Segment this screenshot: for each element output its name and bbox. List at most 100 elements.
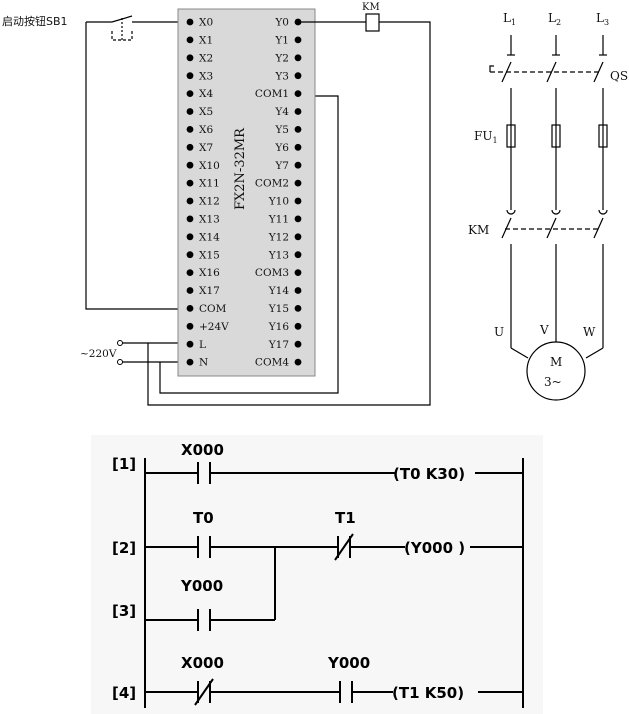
phase-label-3: L3	[596, 11, 609, 27]
terminal-left-15-dot	[186, 287, 194, 294]
plc-model-label: FX2N-32MR	[233, 127, 248, 210]
rung-3-number: [3]	[112, 602, 136, 620]
terminal-right-12-label: Y12	[268, 231, 289, 243]
supply-label: ~220V	[80, 348, 117, 360]
terminal-left-4-dot	[186, 90, 194, 97]
rung-4-nc-contact-label: X000	[181, 654, 224, 672]
terminal-left-14-label: X16	[199, 267, 220, 279]
rung-2-output-label: Y000	[410, 539, 453, 557]
rung-2-nc-contact-label: T1	[335, 509, 356, 527]
rung-3-line	[145, 609, 275, 631]
rung-3-contact-label: Y000	[180, 577, 223, 595]
terminal-left-2-label: X2	[199, 52, 213, 64]
terminal-right-19-label: COM4	[255, 357, 289, 369]
terminal-right-16-dot	[294, 305, 302, 312]
terminal-right-17-label: Y16	[268, 321, 290, 333]
terminal-left-11-dot	[186, 215, 194, 223]
terminal-right-13-label: Y13	[268, 249, 289, 261]
terminal-left-7-dot	[186, 143, 194, 151]
motor-terminal-w: W	[583, 325, 596, 339]
terminal-left-0-label: X0	[199, 17, 213, 29]
rung-4-line	[145, 678, 523, 706]
terminal-right-1-dot	[294, 36, 302, 44]
terminal-left-18-label: L	[199, 339, 206, 351]
motor-phase-label: 3~	[544, 375, 562, 389]
terminal-right-11-dot	[294, 215, 302, 223]
terminal-left-15-label: X17	[199, 285, 220, 297]
terminal-left-10-dot	[186, 197, 194, 205]
terminal-right-14-dot	[294, 269, 302, 276]
terminal-left-19-dot	[186, 358, 194, 366]
terminal-right-14-label: COM3	[255, 267, 289, 279]
rung-1-line	[145, 462, 523, 484]
terminal-right-10-dot	[294, 197, 302, 205]
supply-wires	[117, 21, 431, 406]
terminal-left-9-dot	[186, 179, 194, 187]
terminal-right-12-dot	[294, 233, 302, 241]
terminal-left-12-label: X14	[199, 231, 220, 243]
terminal-right-5-dot	[294, 108, 302, 115]
terminal-left-10-label: X12	[199, 196, 220, 208]
terminal-left-1-label: X1	[199, 35, 213, 47]
terminal-right-6-label: Y5	[274, 124, 289, 136]
motor-label: M	[550, 355, 562, 369]
terminal-left-0-dot	[186, 18, 194, 26]
terminal-right-8-dot	[294, 161, 302, 169]
terminal-left-19-label: N	[199, 357, 208, 369]
km-contact-label: KM	[468, 223, 489, 237]
qs-label: QS	[610, 69, 628, 83]
main-circuit: L1 L2 L3 QS FU1	[468, 11, 628, 401]
terminal-right-1-label: Y1	[274, 35, 289, 47]
rung-4-output-coil: (T1 K50)	[392, 684, 464, 702]
ladder-background	[91, 435, 543, 714]
terminal-left-5-label: X5	[199, 106, 213, 118]
km-coil-label: KM	[362, 2, 380, 13]
terminal-left-9-label: X11	[199, 178, 220, 190]
terminal-right-11-label: Y11	[268, 214, 289, 226]
phase-label-2: L2	[548, 11, 561, 27]
terminal-left-13-dot	[186, 251, 194, 259]
rung-4-contact-label: Y000	[327, 654, 370, 672]
rung-2-contact-label: T0	[193, 509, 214, 527]
rung-4-output-label: T1 K50	[399, 684, 457, 702]
start-button-switch	[85, 15, 180, 310]
fu-label: FU1	[474, 129, 498, 145]
motor-terminal-u: U	[494, 325, 504, 339]
terminal-left-3-dot	[186, 72, 194, 80]
terminal-right-0-label: Y0	[274, 17, 289, 29]
terminal-right-15-label: Y14	[268, 285, 290, 297]
terminal-left-12-dot	[186, 233, 194, 241]
rung-1-number: [1]	[112, 455, 136, 473]
motor-terminal-v: V	[539, 323, 549, 337]
plc-left-terminals: X0X1X2X3X4X5X6X7X10X11X12X13X14X15X16X17…	[186, 17, 229, 369]
terminal-left-8-label: X10	[199, 160, 220, 172]
phase-label-1: L1	[503, 11, 516, 27]
terminal-left-6-label: X6	[199, 124, 213, 136]
terminal-right-19-dot	[294, 358, 302, 366]
terminal-left-18-dot	[186, 340, 194, 348]
terminal-right-6-dot	[294, 125, 302, 133]
terminal-left-2-dot	[186, 54, 194, 62]
terminal-left-3-label: X3	[199, 70, 213, 82]
terminal-right-7-dot	[294, 143, 302, 151]
ladder-diagram: [1] X000 (T0 K30) [2] T0 T1 (Y000 ) [3] …	[91, 435, 543, 714]
terminal-left-5-dot	[186, 108, 194, 115]
terminal-right-8-label: Y7	[274, 160, 289, 172]
rung-2-output-coil: (Y000 )	[404, 539, 465, 557]
terminal-left-16-label: COM	[199, 303, 227, 315]
terminal-right-4-label: COM1	[255, 88, 289, 100]
terminal-left-1-dot	[186, 36, 194, 44]
terminal-left-4-label: X4	[199, 88, 213, 100]
plc-wiring-diagram: 启动按钮SB1 ~220V FX2N-32MR X0X1X2X3X4X5X6X7…	[2, 2, 628, 406]
terminal-left-17-dot	[186, 322, 194, 330]
terminal-right-16-label: Y15	[268, 303, 289, 315]
rung-1-contact-label: X000	[181, 441, 224, 459]
terminal-right-3-label: Y3	[274, 70, 289, 82]
terminal-left-16-dot	[186, 305, 194, 312]
rung-2-number: [2]	[112, 539, 136, 557]
rung-1-output-coil: (T0 K30)	[393, 465, 465, 483]
terminal-left-6-dot	[186, 125, 194, 133]
terminal-right-5-label: Y4	[274, 106, 289, 118]
terminal-left-14-dot	[186, 269, 194, 276]
terminal-right-17-dot	[294, 322, 302, 330]
